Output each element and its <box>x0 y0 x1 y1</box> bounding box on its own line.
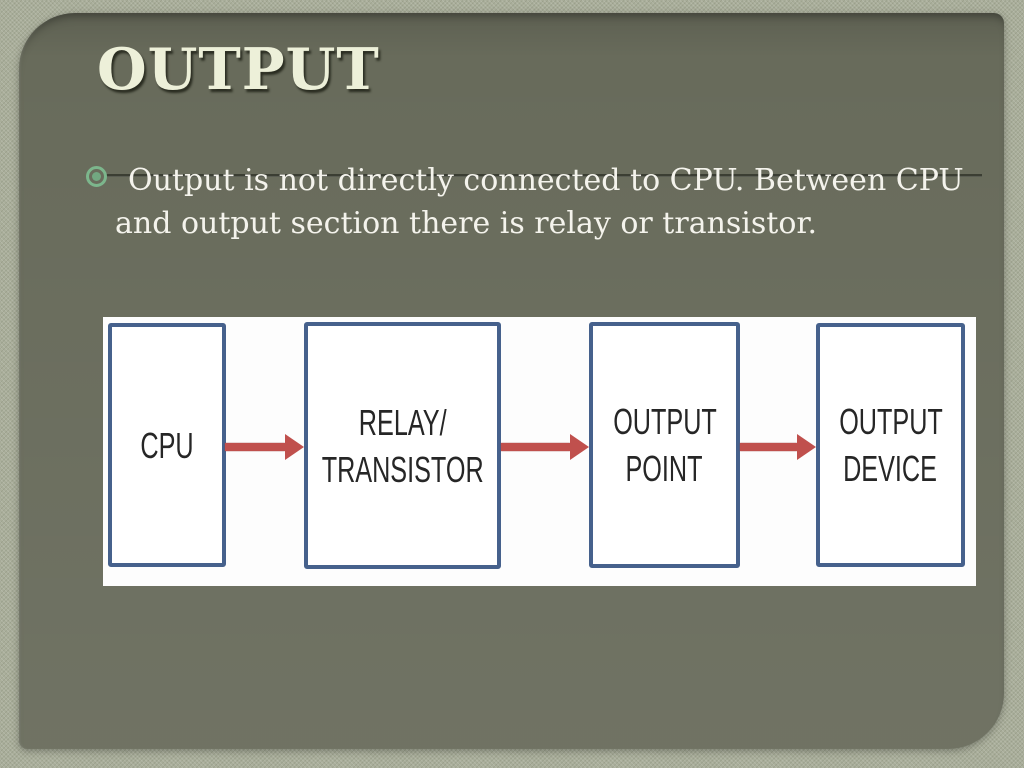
diagram-box-cpu-label: CPU <box>140 424 194 466</box>
bullet-dot-icon <box>92 172 101 181</box>
diagram-box-output-point-label-line2: POINT <box>625 448 703 489</box>
bullet-icon <box>86 166 107 187</box>
diagram-box-output-device-label-line2: DEVICE <box>843 448 938 489</box>
arrow-relay-to-output-point-icon <box>501 434 589 460</box>
diagram-box-output-device-label-line1: OUTPUT <box>838 401 943 442</box>
bullet-text-line-1: Output is not directly connected to CPU.… <box>128 163 964 198</box>
diagram-box-cpu: CPU <box>108 323 226 567</box>
bullet-rule-line <box>105 174 982 177</box>
arrow-output-point-to-device-icon <box>740 434 816 460</box>
diagram-box-output-point: OUTPUT POINT <box>589 322 740 568</box>
diagram-box-relay-label-line1: RELAY/ <box>358 401 447 443</box>
diagram-box-output-device: OUTPUT DEVICE <box>816 323 965 567</box>
diagram-box-output-point-label-line1: OUTPUT <box>612 401 717 442</box>
diagram-box-relay-label-line2: TRANSISTOR <box>321 448 484 490</box>
diagram-box-relay-transistor: RELAY/ TRANSISTOR <box>304 322 501 569</box>
bullet-text-line-2: and output section there is relay or tra… <box>115 206 817 241</box>
bullet-text: Output is not directly connected to CPU.… <box>115 159 964 245</box>
slide-title: OUTPUT <box>97 36 380 103</box>
flow-diagram-panel: CPU RELAY/ TRANSISTOR OUTPUT POINT OUTPU… <box>103 317 976 586</box>
slide-content-panel: OUTPUT Output is not directly connected … <box>19 13 1004 749</box>
arrow-cpu-to-relay-icon <box>225 434 304 460</box>
